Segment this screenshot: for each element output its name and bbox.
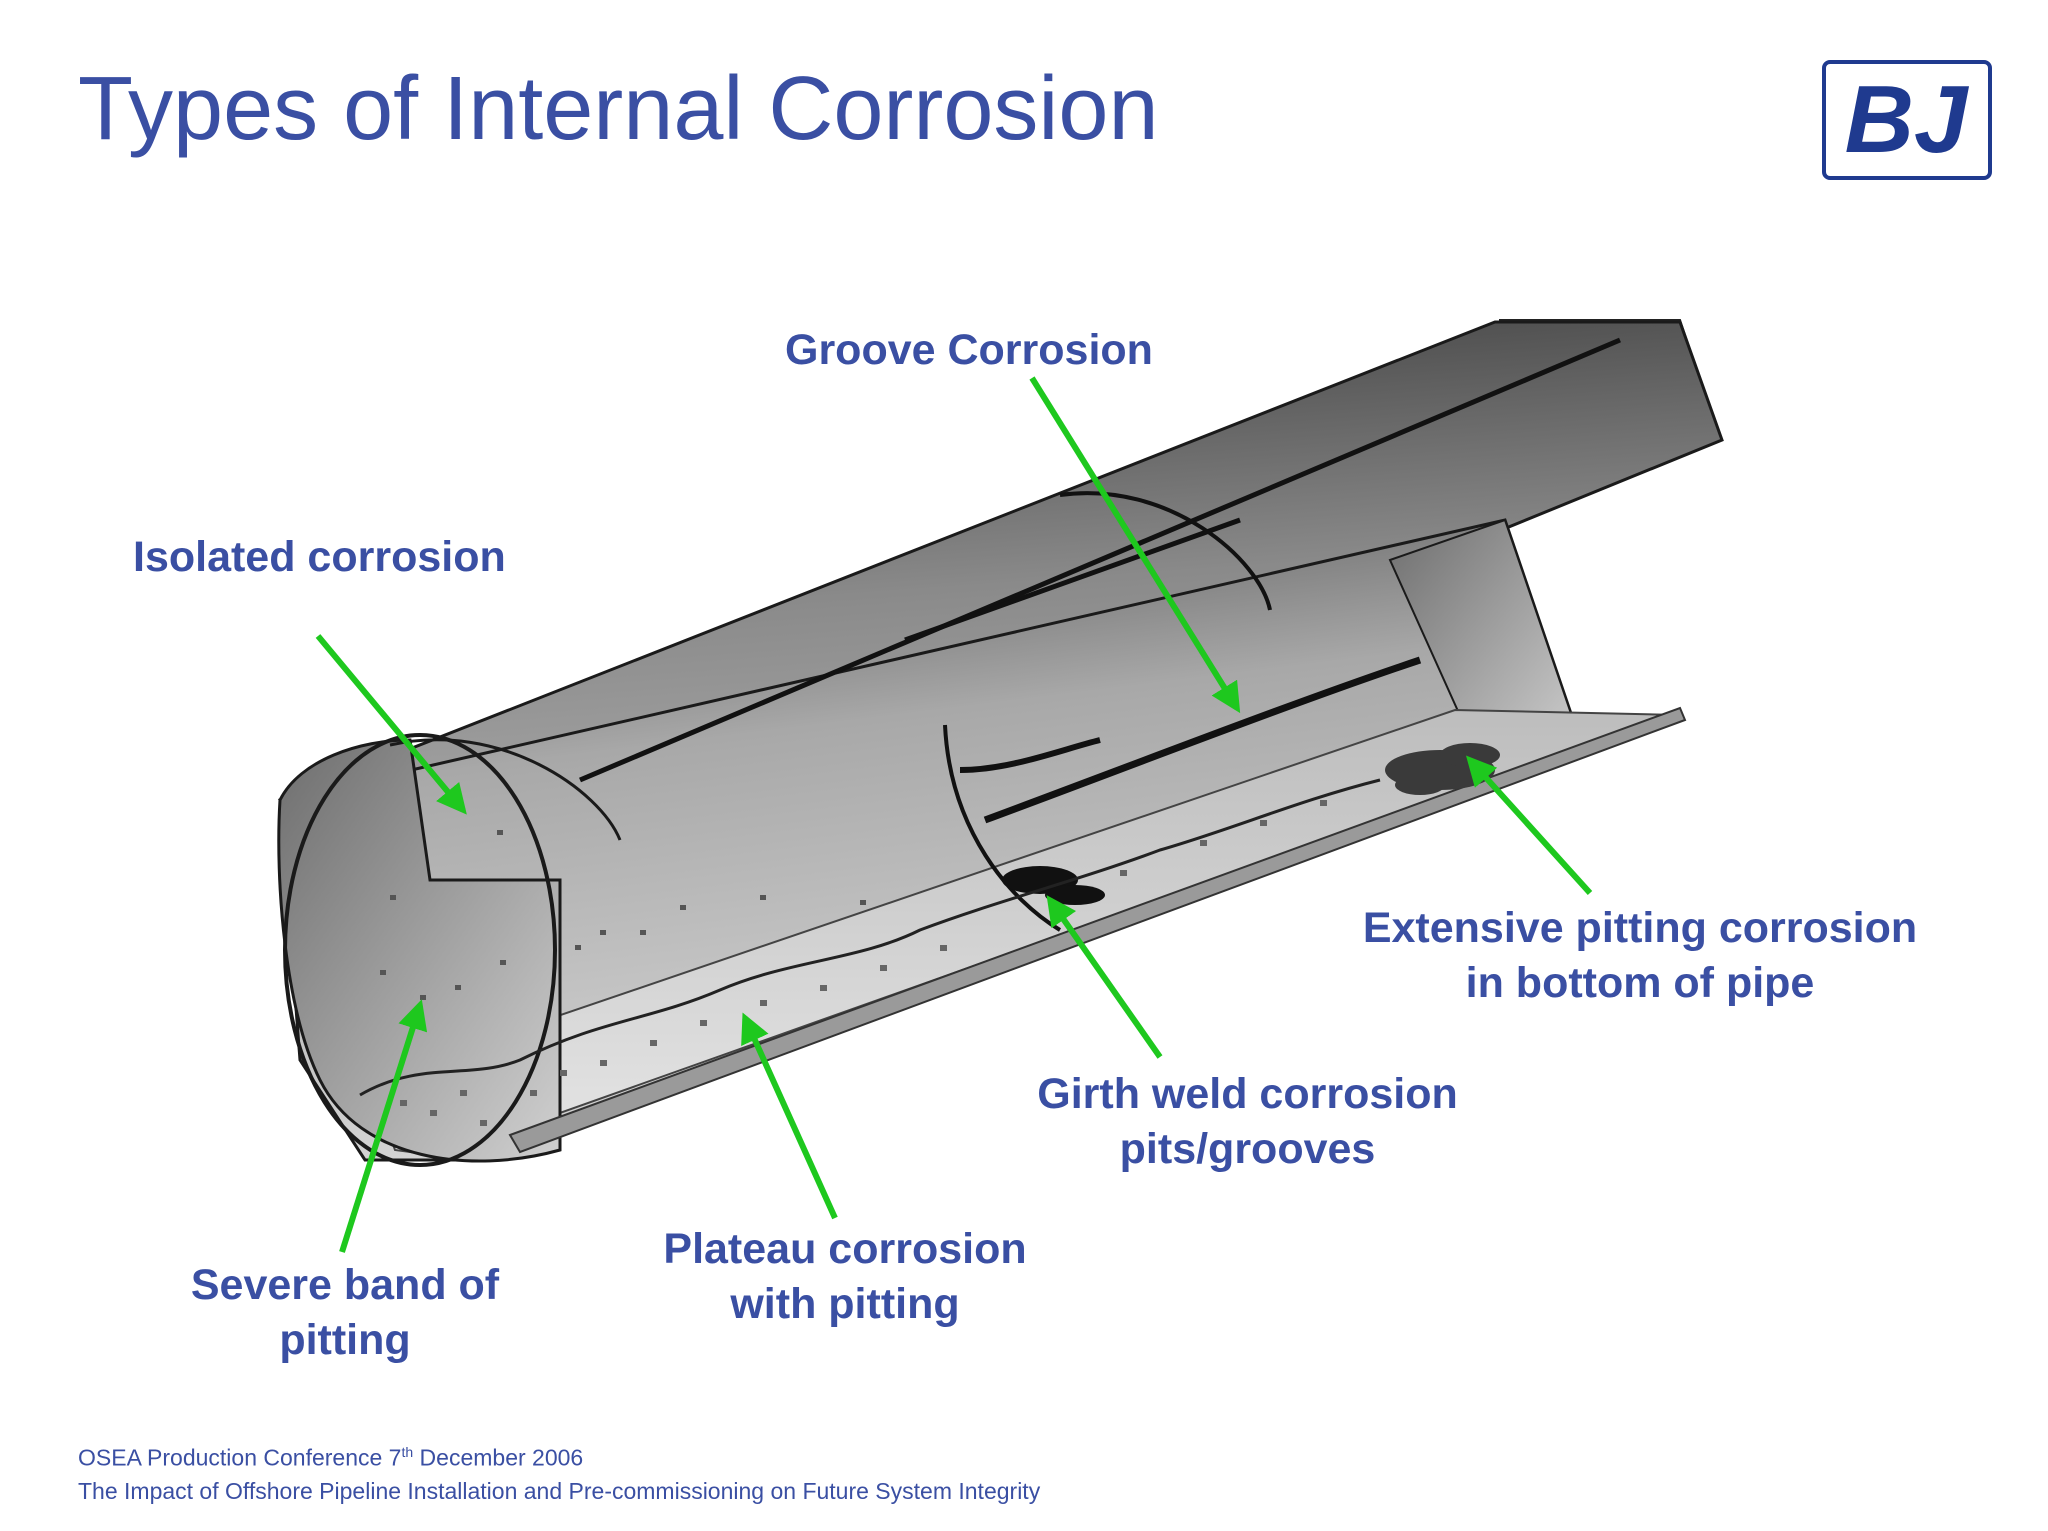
slide-footer: OSEA Production Conference 7th December … bbox=[78, 1436, 1040, 1508]
arrow-plateau bbox=[741, 1012, 838, 1220]
footer-conference-line: OSEA Production Conference 7th December … bbox=[78, 1444, 584, 1471]
footer-presentation-title: The Impact of Offshore Pipeline Installa… bbox=[78, 1477, 1041, 1504]
label-plateau-corrosion: Plateau corrosion with pitting bbox=[663, 1225, 1027, 1328]
slide-title: Types of Internal Corrosion bbox=[78, 59, 1159, 159]
bj-logo: BJ bbox=[1822, 60, 1992, 180]
label-severe-band: Severe band of pitting bbox=[190, 1261, 500, 1364]
label-extensive-pitting: Extensive pitting corrosion in bottom of… bbox=[1362, 904, 1918, 1007]
svg-text:BJ: BJ bbox=[1845, 66, 1970, 173]
arrow-extensive bbox=[1465, 755, 1593, 896]
label-girth-weld: Girth weld corrosion pits/grooves bbox=[1037, 1070, 1458, 1173]
arrow-groove bbox=[1029, 376, 1241, 714]
label-groove-corrosion: Groove Corrosion bbox=[785, 326, 1153, 374]
arrow-severe bbox=[339, 999, 428, 1253]
label-isolated-corrosion: Isolated corrosion bbox=[133, 533, 506, 581]
arrow-isolated bbox=[315, 634, 467, 815]
annotation-arrows bbox=[315, 376, 1593, 1253]
pipe-body bbox=[277, 319, 1724, 1167]
arrow-girth bbox=[1046, 895, 1163, 1059]
